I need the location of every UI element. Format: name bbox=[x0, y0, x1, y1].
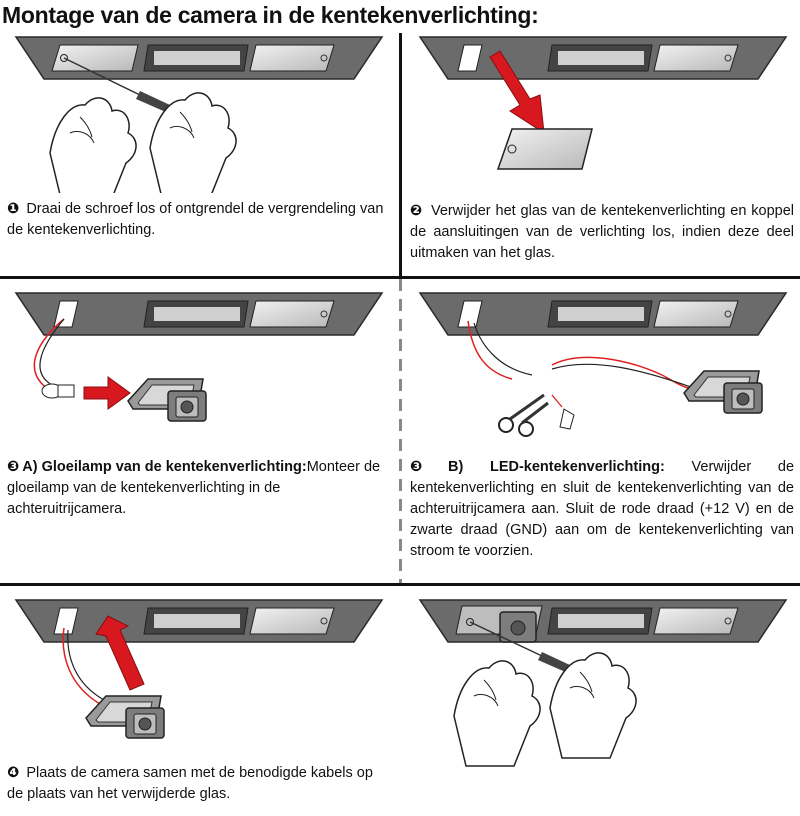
step-4-illustration bbox=[15, 599, 383, 739]
step-3a-illustration bbox=[15, 292, 383, 422]
step-1-illustration bbox=[15, 36, 383, 193]
step-number: ❷ bbox=[410, 203, 424, 219]
page-title: Montage van de camera in de kentekenverl… bbox=[2, 2, 539, 28]
step-number: ❹ bbox=[7, 765, 20, 781]
divider-vertical-top bbox=[399, 33, 402, 276]
step-4-caption: ❹ Plaats de camera samen met de benodigd… bbox=[7, 763, 392, 805]
step-heading: B) LED-kentekenverlichting: bbox=[447, 459, 665, 475]
step-heading: A) Gloeilamp van de kentekenverlichting: bbox=[22, 459, 307, 475]
divider-vertical-dashed bbox=[399, 279, 402, 583]
step-5-panel bbox=[402, 586, 800, 816]
step-text: Plaats de camera samen met de benodigde … bbox=[7, 765, 373, 802]
step-1-caption: ❶ Draai de schroef los of ontgrendel de … bbox=[7, 199, 392, 241]
step-5-illustration bbox=[419, 599, 787, 767]
step-number: ❸ bbox=[7, 459, 20, 475]
step-number: ❸ bbox=[410, 459, 445, 475]
step-text: Draai de schroef los of ontgrendel de ve… bbox=[7, 201, 384, 238]
step-4-panel: ❹ Plaats de camera samen met de benodigd… bbox=[0, 586, 399, 816]
step-text: Monteer de gloeilamp van de kentekenverl… bbox=[7, 459, 381, 517]
step-2-caption: ❷ Verwijder het glas van de kentekenverl… bbox=[410, 201, 794, 264]
divider-top bbox=[0, 276, 800, 279]
step-2-panel: ❷ Verwijder het glas van de kentekenverl… bbox=[402, 33, 800, 276]
step-number: ❶ bbox=[7, 201, 20, 217]
step-3b-illustration bbox=[419, 292, 787, 437]
step-1-panel: ❶ Draai de schroef los of ontgrendel de … bbox=[0, 33, 399, 276]
step-2-illustration bbox=[419, 36, 787, 170]
divider-bottom bbox=[0, 583, 800, 586]
step-text: Verwijder de kentekenverlichting en slui… bbox=[410, 459, 795, 559]
step-text: Verwijder het glas van de kentekenverlic… bbox=[410, 203, 794, 261]
